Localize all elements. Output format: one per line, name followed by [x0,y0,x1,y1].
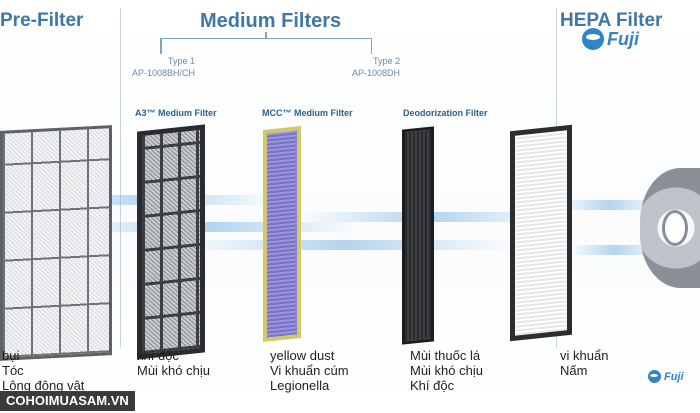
type1-label: Type 1 AP-1008BH/CH [115,55,195,79]
caption-line: Mùi khó chịu [410,363,483,378]
medium-bracket [160,38,372,54]
pre-filter-caption: bụi Tóc Lông động vật [2,348,84,393]
caption-line: Mùi thuốc lá [410,348,481,363]
type1-model: AP-1008BH/CH [131,68,195,78]
medium-filters-heading: Medium Filters [200,10,342,32]
pre-filter-heading: Pre-Filter [0,10,84,31]
airflow-streak [560,200,660,210]
type2-name: Type 2 [372,56,400,66]
airflow-streak [180,240,510,250]
caption-line: bụi [2,348,20,363]
type2-label: Type 2 AP-1008DH [320,55,400,79]
fujie-logo-icon-small: Fuji [648,370,684,383]
fujie-logo-text: Fuji [607,28,639,49]
caption-line: Khí độc [410,378,455,393]
mcc-filter-label: MCC™ Medium Filter [262,108,353,118]
caption-line: vi khuẩn [560,348,609,363]
site-watermark: COHOIMUASAM.VN [0,391,135,411]
fujie-logo-icon: Fuji [582,28,639,50]
hepa-filter-heading: HEPA Filter [560,10,663,31]
caption-line: khí độc [137,348,179,363]
caption-line: yellow dust [270,348,335,363]
caption-line: Nấm [560,363,588,378]
bracket-stem [265,32,267,39]
pre-filter-panel [0,125,112,361]
deodorization-caption: Mùi thuốc lá Mùi khó chịu Khí độc [410,348,483,393]
caption-line: Lông động vật [2,378,85,393]
hepa-caption: vi khuẩn Nấm [560,348,608,378]
fujie-logo-mark [648,370,661,383]
fujie-logo-mark [582,28,604,50]
fujie-logo-text: Fuji [664,370,684,383]
caption-line: Mùi khó chịu [137,363,210,378]
fan-hub [662,210,688,246]
deodorization-filter-label: Deodorization Filter [403,108,488,118]
deodorization-filter-panel [402,126,434,345]
mcc-filter-panel [263,126,301,342]
divider-left [120,8,121,348]
a3-filter-label: A3™ Medium Filter [135,108,217,118]
airflow-streak [60,222,360,232]
a3-caption: khí độc Mùi khó chịu [137,348,210,378]
type1-name: Type 1 [167,56,195,66]
mcc-caption: yellow dust Vi khuẩn cúm Legionella [270,348,349,393]
type2-model: AP-1008DH [351,68,400,78]
hepa-filter-panel [510,124,572,342]
caption-line: Tóc [2,363,24,378]
airflow-streak [570,245,660,255]
caption-line: Vi khuẩn cúm [270,363,349,378]
a3-filter-panel [137,124,205,360]
caption-line: Legionella [270,378,330,393]
